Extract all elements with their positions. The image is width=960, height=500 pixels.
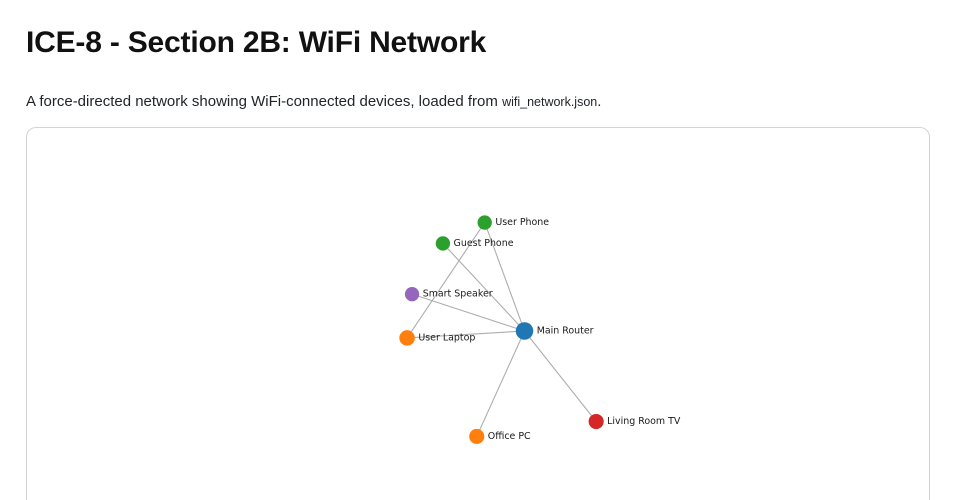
network-edge: [476, 330, 525, 437]
network-node-label: Main Router: [537, 325, 594, 336]
network-node-label: Living Room TV: [607, 416, 681, 427]
network-node-label: Smart Speaker: [423, 289, 493, 300]
network-edge: [484, 222, 526, 332]
network-node[interactable]: [399, 330, 415, 346]
subtitle-text: A force-directed network showing WiFi-co…: [26, 93, 503, 110]
network-edge: [411, 293, 525, 332]
subtitle-filename: wifi_network.json: [502, 95, 598, 109]
network-edge: [407, 330, 525, 339]
network-node-label: User Phone: [495, 217, 549, 228]
network-node[interactable]: [435, 236, 451, 251]
network-edge: [524, 330, 597, 422]
network-node[interactable]: [515, 322, 534, 340]
network-node-label: User Laptop: [418, 332, 475, 343]
network-node[interactable]: [588, 413, 604, 430]
page-title: ICE-8 - Section 2B: WiFi Network: [26, 26, 487, 59]
network-node-label: Office PC: [488, 431, 531, 442]
network-edge: [406, 222, 486, 339]
page-subtitle: A force-directed network showing WiFi-co…: [26, 92, 934, 112]
subtitle-period: .: [597, 93, 602, 110]
network-node[interactable]: [404, 287, 420, 302]
network-node-label: Guest Phone: [454, 238, 514, 249]
page-container: ICE-8 - Section 2B: WiFi Network A force…: [0, 25, 960, 500]
network-edge: [442, 243, 525, 332]
network-node[interactable]: [469, 428, 485, 445]
network-node[interactable]: [477, 215, 492, 230]
